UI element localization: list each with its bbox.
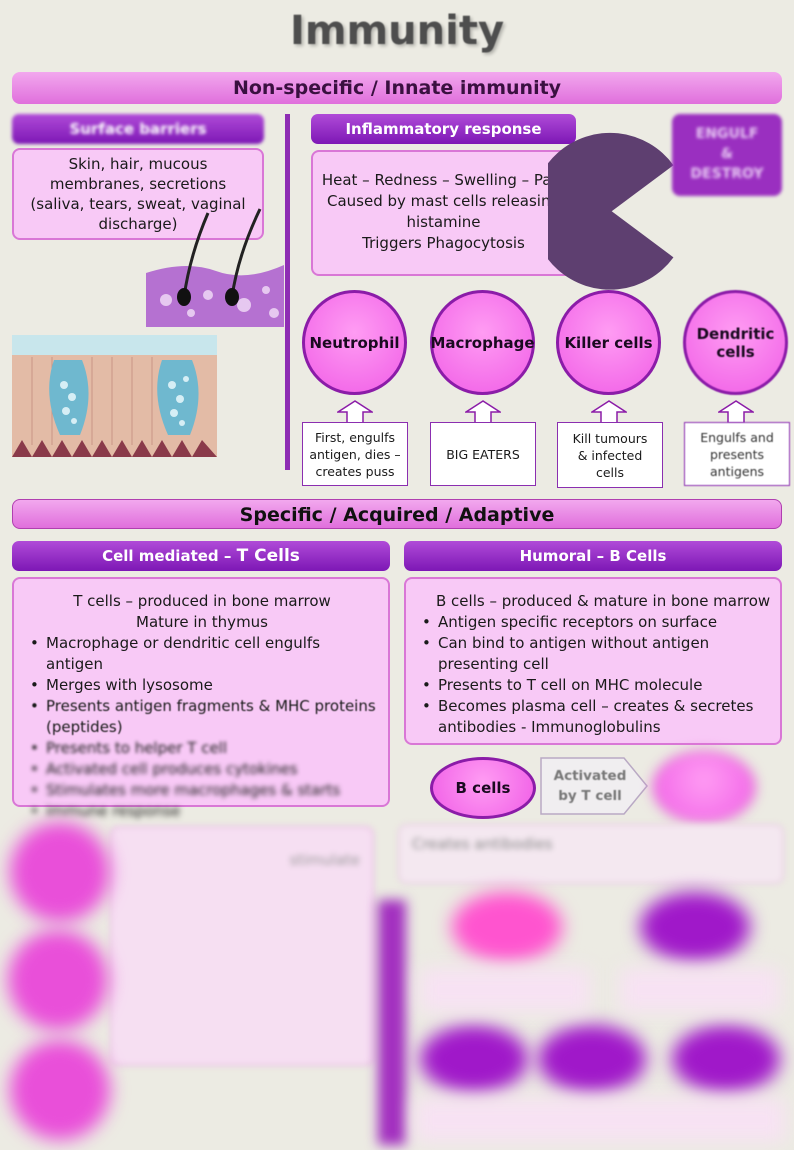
neutrophil-circle: Neutrophil [302,290,407,395]
arrow-up-icon [465,400,501,424]
stimulate-box: stimulate [110,826,374,1066]
inflammatory-line2: Caused by mast cells releasing histamine [327,192,560,231]
antibody-type-oval [420,1025,528,1093]
t-cell-type-circle [8,930,108,1030]
pacman-phagocyte-icon [548,132,674,290]
inflammatory-line3: Triggers Phagocytosis [362,234,525,252]
list-item: immune response [24,801,380,822]
mucous-membrane-illustration [12,335,217,457]
antibody-type-oval [538,1025,646,1093]
inflammatory-response-box: Heat – Redness – Swelling – Pain Caused … [311,150,576,276]
t-cells-box: T cells – produced in bone marrow Mature… [12,577,390,822]
divider-bar [378,900,406,1145]
b-cells-box: B cells – produced & mature in bone marr… [404,577,782,745]
specific-heading: Specific / Acquired / Adaptive [239,504,555,526]
list-item: Macrophage or dendritic cell engulfs ant… [24,633,380,675]
macrophage-circle: Macrophage [430,290,535,395]
b-cells-bullets: Antigen specific receptors on surface Ca… [416,612,772,738]
skin-hair-illustration [146,208,284,327]
antibody-type-oval [672,1025,780,1093]
antibody-type-oval [640,892,750,962]
antibody-desc-box [620,968,780,1012]
dendritic-cells-desc: Engulfs and presents antigens [684,422,790,486]
surface-barriers-text: Skin, hair, mucous membranes, secretions… [30,155,246,233]
list-item: Stimulates more macrophages & starts [24,780,380,801]
inflammatory-response-label: Inflammatory response [311,114,576,144]
killer-cells-circle: Killer cells [556,290,661,395]
activated-by-t-cell-label: Activated by T cell [553,768,627,804]
killer-cells-desc: Kill tumours & infected cells [557,422,663,488]
t-cells-line2: Mature in thymus [136,613,268,631]
neutrophil-desc: First, engulfs antigen, dies – creates p… [302,422,408,486]
list-item: Antigen specific receptors on surface [416,612,772,633]
innate-divider [285,114,290,470]
inflammatory-line1: Heat – Redness – Swelling – Pain [321,171,566,189]
t-cells-label: Cell mediated – T Cells [12,541,390,571]
list-item: Presents to helper T cell [24,738,380,759]
specific-banner: Specific / Acquired / Adaptive [12,499,782,529]
surface-barriers-label: Surface barriers [12,114,264,144]
arrow-up-icon [337,400,373,424]
antibody-desc-box [415,1098,785,1142]
list-item: Can bind to antigen without antigen pres… [416,633,772,675]
innate-banner: Non-specific / Innate immunity [12,72,782,104]
b-cells-label: Humoral – B Cells [404,541,782,571]
b-cells-line1: B cells – produced & mature in bone marr… [436,592,771,610]
t-cells-bullets: Macrophage or dendritic cell engulfs ant… [24,633,380,822]
creates-antibodies-box: Creates antibodies [398,824,784,884]
t-cell-type-circle [10,822,110,922]
list-item: Presents antigen fragments & MHC protein… [24,696,380,738]
page-title: Immunity [289,8,505,54]
arrow-up-icon [718,400,754,424]
list-item: Activated cell produces cytokines [24,759,380,780]
t-cell-type-circle [10,1040,110,1140]
list-item: Presents to T cell on MHC molecule [416,675,772,696]
arrow-up-icon [591,400,627,424]
plasma-cell-circle [652,750,756,824]
t-cells-line1: T cells – produced in bone marrow [73,592,331,610]
engulf-destroy-box: ENGULF & DESTROY [672,114,782,196]
list-item: Becomes plasma cell – creates & secretes… [416,696,772,738]
antibody-desc-box [420,968,590,1012]
antibody-type-oval [452,892,562,962]
dendritic-cells-circle: Dendritic cells [683,290,788,395]
surface-barriers-box: Skin, hair, mucous membranes, secretions… [12,148,264,240]
activated-arrow [540,757,648,815]
list-item: Merges with lysosome [24,675,380,696]
b-cells-circle: B cells [430,757,536,819]
macrophage-desc: BIG EATERS [430,422,536,486]
innate-heading: Non-specific / Innate immunity [232,77,562,99]
